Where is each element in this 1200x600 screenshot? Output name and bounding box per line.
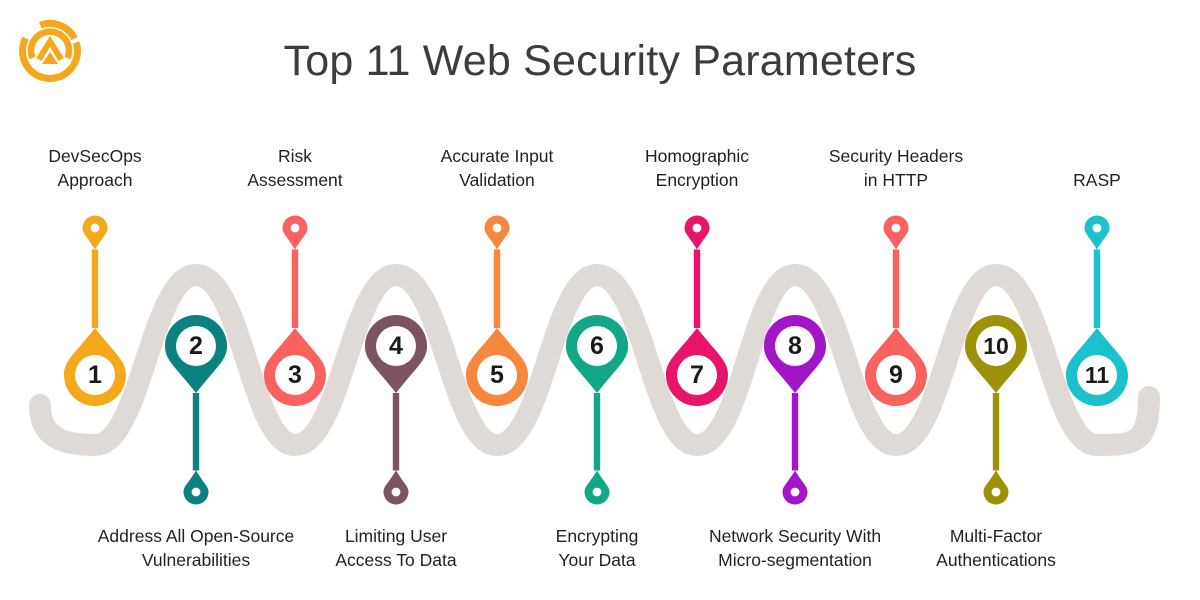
pin-8-number: 8 <box>788 332 802 360</box>
pin-8-cap <box>782 470 808 505</box>
pin-marker-8[interactable]: 8 <box>764 315 826 505</box>
pin-4-cap <box>383 470 409 505</box>
pin-2-stem <box>192 393 200 471</box>
pin-2-cap <box>183 470 209 505</box>
pin-marker-1[interactable]: 1 <box>64 215 126 406</box>
pin-3-stem <box>291 249 299 328</box>
pin-markers: 1 2 3 4 5 6 7 8 9 10 11 <box>64 215 1128 505</box>
pin-9-cap <box>883 215 909 250</box>
pin-2-inner-disc <box>176 326 216 366</box>
pin-1-stem <box>91 249 99 328</box>
pin-3-cap <box>282 215 308 250</box>
pin-3-cap-dot <box>290 223 300 233</box>
pin-9-number: 9 <box>889 361 903 389</box>
pin-3-number: 3 <box>288 361 302 389</box>
page-title: Top 11 Web Security Parameters <box>283 37 917 85</box>
pin-10-inner-disc <box>976 326 1016 366</box>
pin-5-inner-disc <box>477 355 517 395</box>
pin-7-stem <box>693 249 701 328</box>
pin-marker-10[interactable]: 10 <box>965 315 1027 505</box>
pin-4-number: 4 <box>389 332 403 360</box>
pin-1-number: 1 <box>88 361 102 389</box>
pin-4-cap-dot <box>391 487 401 497</box>
pin-7-number: 7 <box>690 361 704 389</box>
pin-11-stem <box>1093 249 1101 328</box>
pin-marker-3[interactable]: 3 <box>264 215 326 407</box>
pin-8-cap-dot <box>790 487 800 497</box>
pin-10-number: 10 <box>983 333 1009 359</box>
pin-3-inner-disc <box>275 355 315 395</box>
pin-6-stem <box>593 393 601 471</box>
pin-2-cap-dot <box>191 487 201 497</box>
pin-6-inner-disc <box>577 326 617 366</box>
pin-marker-9[interactable]: 9 <box>865 215 927 407</box>
pin-marker-6[interactable]: 6 <box>566 315 628 505</box>
pin-10-cap <box>983 470 1009 505</box>
pin-4-inner-disc <box>376 326 416 366</box>
pin-marker-4[interactable]: 4 <box>365 315 427 505</box>
pin-marker-2[interactable]: 2 <box>165 315 227 505</box>
pin-5-cap-dot <box>492 223 502 233</box>
pin-6-number: 6 <box>590 332 604 360</box>
pin-9-inner-disc <box>876 355 916 395</box>
pin-11-cap-dot <box>1092 223 1102 233</box>
ribbon-path <box>29 263 1160 457</box>
pin-8-inner-disc <box>775 326 815 366</box>
pin-1-cap <box>82 215 108 250</box>
pin-11-number: 11 <box>1085 362 1110 388</box>
pin-6-cap <box>584 470 610 505</box>
pin-11-inner-disc <box>1077 355 1117 395</box>
brand-logo-icon <box>17 18 83 84</box>
pin-5-stem <box>493 249 501 328</box>
pin-1-cap-dot <box>90 223 100 233</box>
pin-4-stem <box>392 393 400 471</box>
pin-7-cap-dot <box>692 223 702 233</box>
pin-2-number: 2 <box>189 332 203 360</box>
pin-9-cap-dot <box>891 223 901 233</box>
pin-11-cap <box>1084 215 1110 250</box>
pin-7-cap <box>684 215 710 250</box>
pin-8-stem <box>791 393 799 471</box>
pin-9-stem <box>892 249 900 328</box>
pin-5-cap <box>484 215 510 250</box>
pin-1-inner-disc <box>75 355 115 395</box>
pin-6-cap-dot <box>592 487 602 497</box>
pin-10-stem <box>992 393 1000 471</box>
pin-10-cap-dot <box>991 487 1001 497</box>
pin-marker-5[interactable]: 5 <box>465 215 528 407</box>
pin-5-number: 5 <box>490 361 504 389</box>
pin-7-inner-disc <box>677 355 717 395</box>
wave-ribbon <box>29 263 1160 457</box>
pin-marker-11[interactable]: 11 <box>1066 215 1128 407</box>
pin-marker-7[interactable]: 7 <box>666 215 728 407</box>
